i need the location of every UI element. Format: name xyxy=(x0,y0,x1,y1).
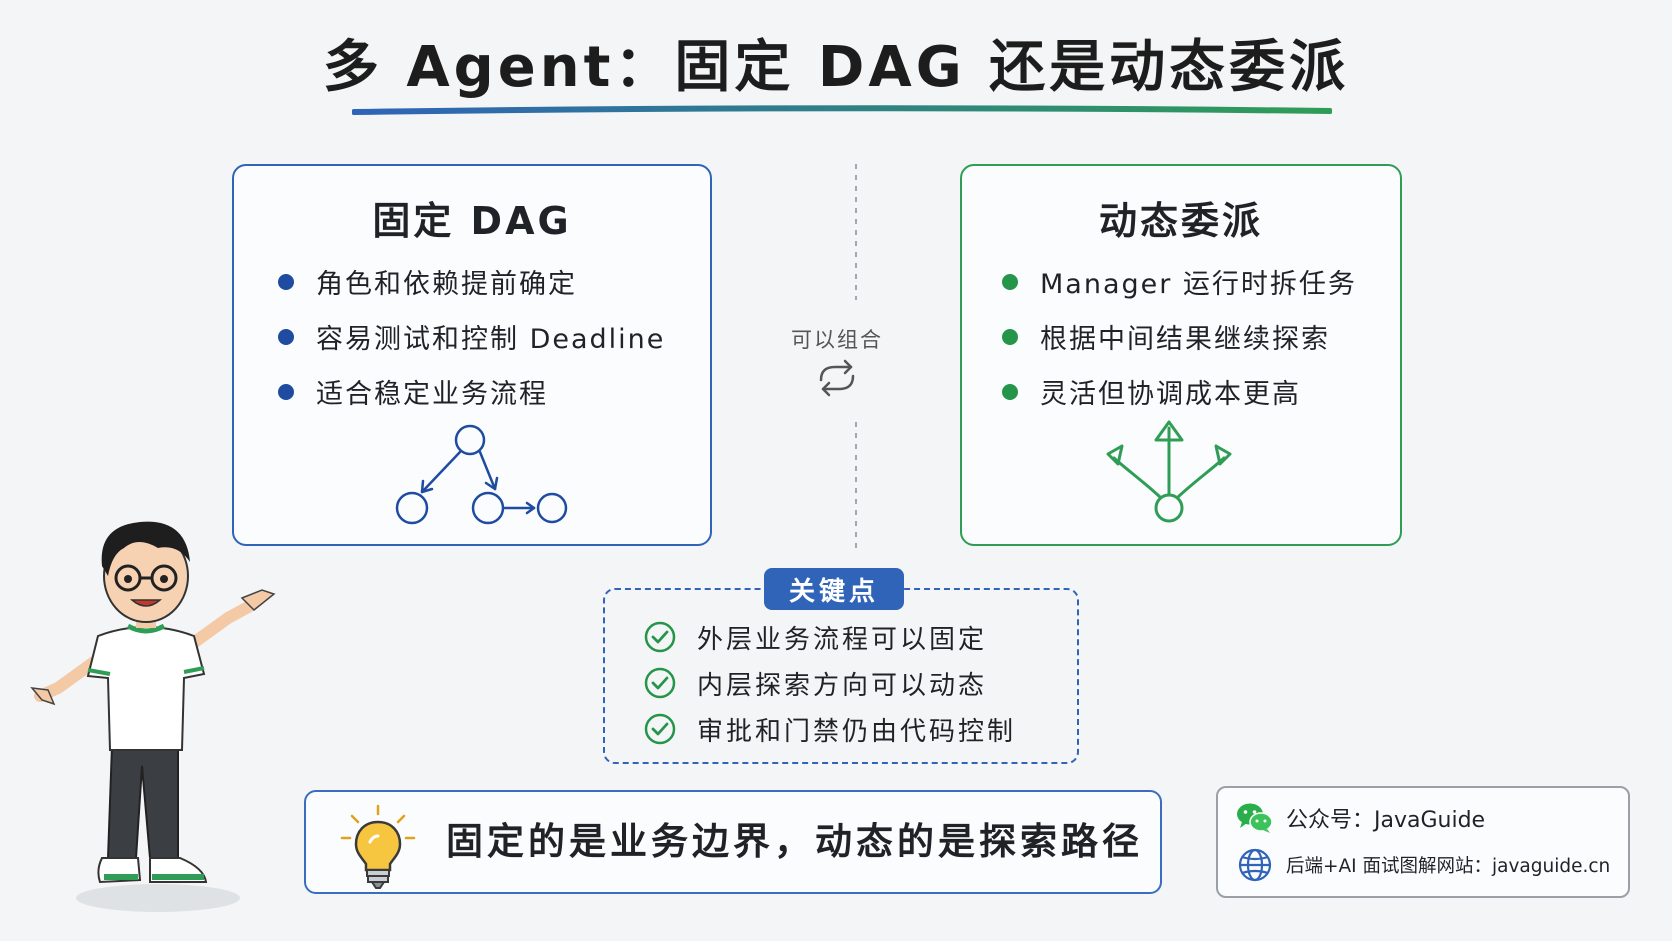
list-item: 角色和依赖提前确定 xyxy=(278,254,665,309)
bullet-text: 根据中间结果继续探索 xyxy=(1040,324,1330,355)
list-item: 灵活但协调成本更高 xyxy=(1002,364,1357,419)
mascot-boy-illustration xyxy=(30,521,276,912)
credit-box: 公众号：JavaGuide 后端+AI 面试图解网站：javaguide.cn xyxy=(1216,786,1630,898)
dynamic-delegation-title: 动态委派 xyxy=(1098,199,1263,243)
key-point-text: 内层探索方向可以动态 xyxy=(697,670,988,701)
cycle-icon xyxy=(819,359,855,397)
bullet-dot xyxy=(278,328,294,345)
website-text: 后端+AI 面试图解网站：javaguide.cn xyxy=(1286,856,1611,877)
combine-label: 可以组合 xyxy=(791,328,883,352)
key-points-list: 外层业务流程可以固定 内层探索方向可以动态 审批和门禁仍由代码控制 xyxy=(643,614,1016,752)
list-item: 适合稳定业务流程 xyxy=(278,364,665,419)
bullet-text: 灵活但协调成本更高 xyxy=(1040,379,1301,410)
key-point-text: 审批和门禁仍由代码控制 xyxy=(697,716,1017,747)
bullet-dot xyxy=(1002,383,1018,400)
bullet-dot xyxy=(278,273,294,290)
summary-text: 固定的是业务边界，动态的是探索路径 xyxy=(446,820,1143,863)
fixed-dag-title: 固定 DAG xyxy=(372,199,572,243)
key-point-text: 外层业务流程可以固定 xyxy=(697,624,988,655)
lightbulb-icon xyxy=(340,804,416,889)
list-item: 内层探索方向可以动态 xyxy=(643,660,1016,706)
fixed-dag-card: 固定 DAG 角色和依赖提前确定 容易测试和控制 Deadline 适合稳定业务… xyxy=(232,164,712,546)
dynamic-delegation-card: 动态委派 Manager 运行时拆任务 根据中间结果继续探索 灵活但协调成本更高 xyxy=(960,164,1402,546)
bullet-text: Manager 运行时拆任务 xyxy=(1040,269,1357,300)
check-circle-icon xyxy=(644,621,676,653)
list-item: Manager 运行时拆任务 xyxy=(1002,254,1357,309)
summary-box: 固定的是业务边界，动态的是探索路径 xyxy=(304,790,1162,894)
bullet-dot xyxy=(1002,328,1018,345)
dag-graph-icon xyxy=(395,424,568,525)
page-title: 多 Agent：固定 DAG 还是动态委派 xyxy=(322,35,1350,100)
bullet-text: 角色和依赖提前确定 xyxy=(316,269,577,300)
bullet-text: 适合稳定业务流程 xyxy=(316,379,548,410)
wechat-row: 公众号：JavaGuide xyxy=(1236,802,1485,834)
list-item: 外层业务流程可以固定 xyxy=(643,614,1016,660)
center-divider xyxy=(855,164,857,548)
branching-arrows-icon xyxy=(1106,420,1232,523)
bullet-text: 容易测试和控制 Deadline xyxy=(316,324,666,355)
wechat-account-text: 公众号：JavaGuide xyxy=(1286,808,1486,833)
bullet-dot xyxy=(278,383,294,400)
key-points-tag: 关键点 xyxy=(764,568,904,610)
globe-icon xyxy=(1238,848,1272,882)
list-item: 根据中间结果继续探索 xyxy=(1002,309,1357,364)
title-underline xyxy=(352,105,1332,115)
fixed-dag-bullets: 角色和依赖提前确定 容易测试和控制 Deadline 适合稳定业务流程 xyxy=(278,254,665,419)
dynamic-delegation-bullets: Manager 运行时拆任务 根据中间结果继续探索 灵活但协调成本更高 xyxy=(1002,254,1357,419)
website-row: 后端+AI 面试图解网站：javaguide.cn xyxy=(1236,848,1610,882)
list-item: 容易测试和控制 Deadline xyxy=(278,309,665,364)
check-circle-icon xyxy=(644,667,676,699)
check-circle-icon xyxy=(644,713,676,745)
bullet-dot xyxy=(1002,273,1018,290)
wechat-icon xyxy=(1237,803,1273,833)
list-item: 审批和门禁仍由代码控制 xyxy=(643,706,1016,752)
